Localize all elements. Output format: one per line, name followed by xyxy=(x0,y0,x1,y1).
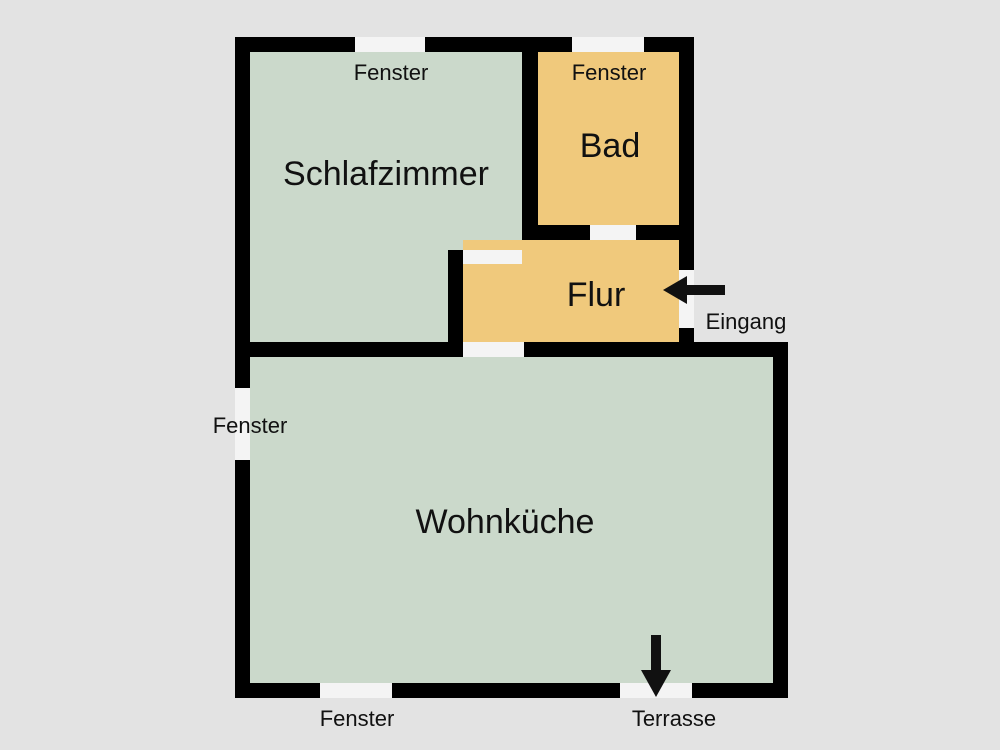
room-wohnkueche xyxy=(250,357,773,683)
label-fenster-schlafzimmer: Fenster xyxy=(354,60,429,85)
room-bad xyxy=(538,52,679,225)
arrow-left-icon xyxy=(663,276,725,304)
window-schlafzimmer xyxy=(355,37,425,52)
label-fenster-bad: Fenster xyxy=(572,60,647,85)
door-schlafzimmer-flur xyxy=(463,250,522,264)
openings xyxy=(235,37,694,698)
label-terrasse: Terrasse xyxy=(632,706,716,731)
label-fenster-wohnkueche-left: Fenster xyxy=(213,413,288,438)
window-wohnkueche-bottom xyxy=(320,683,392,698)
rooms xyxy=(250,52,773,683)
arrow-down-icon xyxy=(641,635,671,697)
door-bad-flur xyxy=(590,225,636,240)
room-label-wohnkueche: Wohnküche xyxy=(416,503,595,541)
room-label-flur: Flur xyxy=(567,276,626,314)
label-eingang: Eingang xyxy=(706,309,787,334)
window-wohnkueche-left xyxy=(235,388,250,460)
room-schlafzimmer xyxy=(250,52,522,342)
room-label-bad: Bad xyxy=(580,127,641,165)
room-label-schlafzimmer: Schlafzimmer xyxy=(283,155,489,193)
window-bad xyxy=(572,37,644,52)
door-flur-wohnkueche xyxy=(463,342,524,357)
label-fenster-wohnkueche-bottom: Fenster xyxy=(320,706,395,731)
